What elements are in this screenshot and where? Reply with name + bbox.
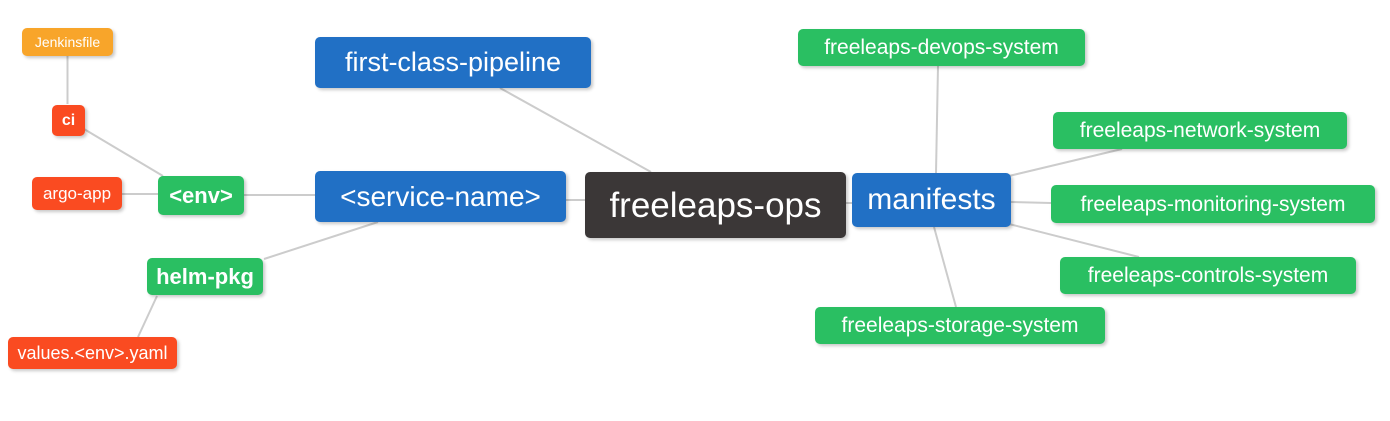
node-ci[interactable]: ci: [52, 105, 85, 136]
node-service-name[interactable]: <service-name>: [315, 171, 566, 222]
edge-manifests-controls-system: [1008, 223, 1140, 258]
node-jenkinsfile[interactable]: Jenkinsfile: [22, 28, 113, 56]
node-manifests[interactable]: manifests: [852, 173, 1011, 227]
node-argo-app[interactable]: argo-app: [32, 177, 122, 210]
edge-pipeline-freeleaps-ops: [499, 87, 652, 173]
edge-manifests-devops-system: [935, 65, 939, 174]
node-freeleaps-monitoring-system[interactable]: freeleaps-monitoring-system: [1051, 185, 1375, 223]
edge-manifests-network-system: [1008, 148, 1123, 177]
node-values-env-yaml[interactable]: values.<env>.yaml: [8, 337, 177, 369]
node-freeleaps-storage-system[interactable]: freeleaps-storage-system: [815, 307, 1105, 344]
edge-manifests-monitoring-system: [1010, 201, 1052, 204]
node-helm-pkg[interactable]: helm-pkg: [147, 258, 263, 295]
edge-helm-pkg-values-env-yaml: [137, 295, 158, 338]
node-freeleaps-ops-root[interactable]: freeleaps-ops: [585, 172, 846, 238]
node-freeleaps-network-system[interactable]: freeleaps-network-system: [1053, 112, 1347, 149]
node-freeleaps-controls-system[interactable]: freeleaps-controls-system: [1060, 257, 1356, 294]
node-freeleaps-devops-system[interactable]: freeleaps-devops-system: [798, 29, 1085, 66]
node-first-class-pipeline[interactable]: first-class-pipeline: [315, 37, 591, 88]
edge-ci-env: [83, 128, 164, 177]
edge-manifests-storage-system: [933, 226, 957, 308]
node-env[interactable]: <env>: [158, 176, 244, 215]
edge-service-name-helm-pkg: [263, 221, 379, 260]
